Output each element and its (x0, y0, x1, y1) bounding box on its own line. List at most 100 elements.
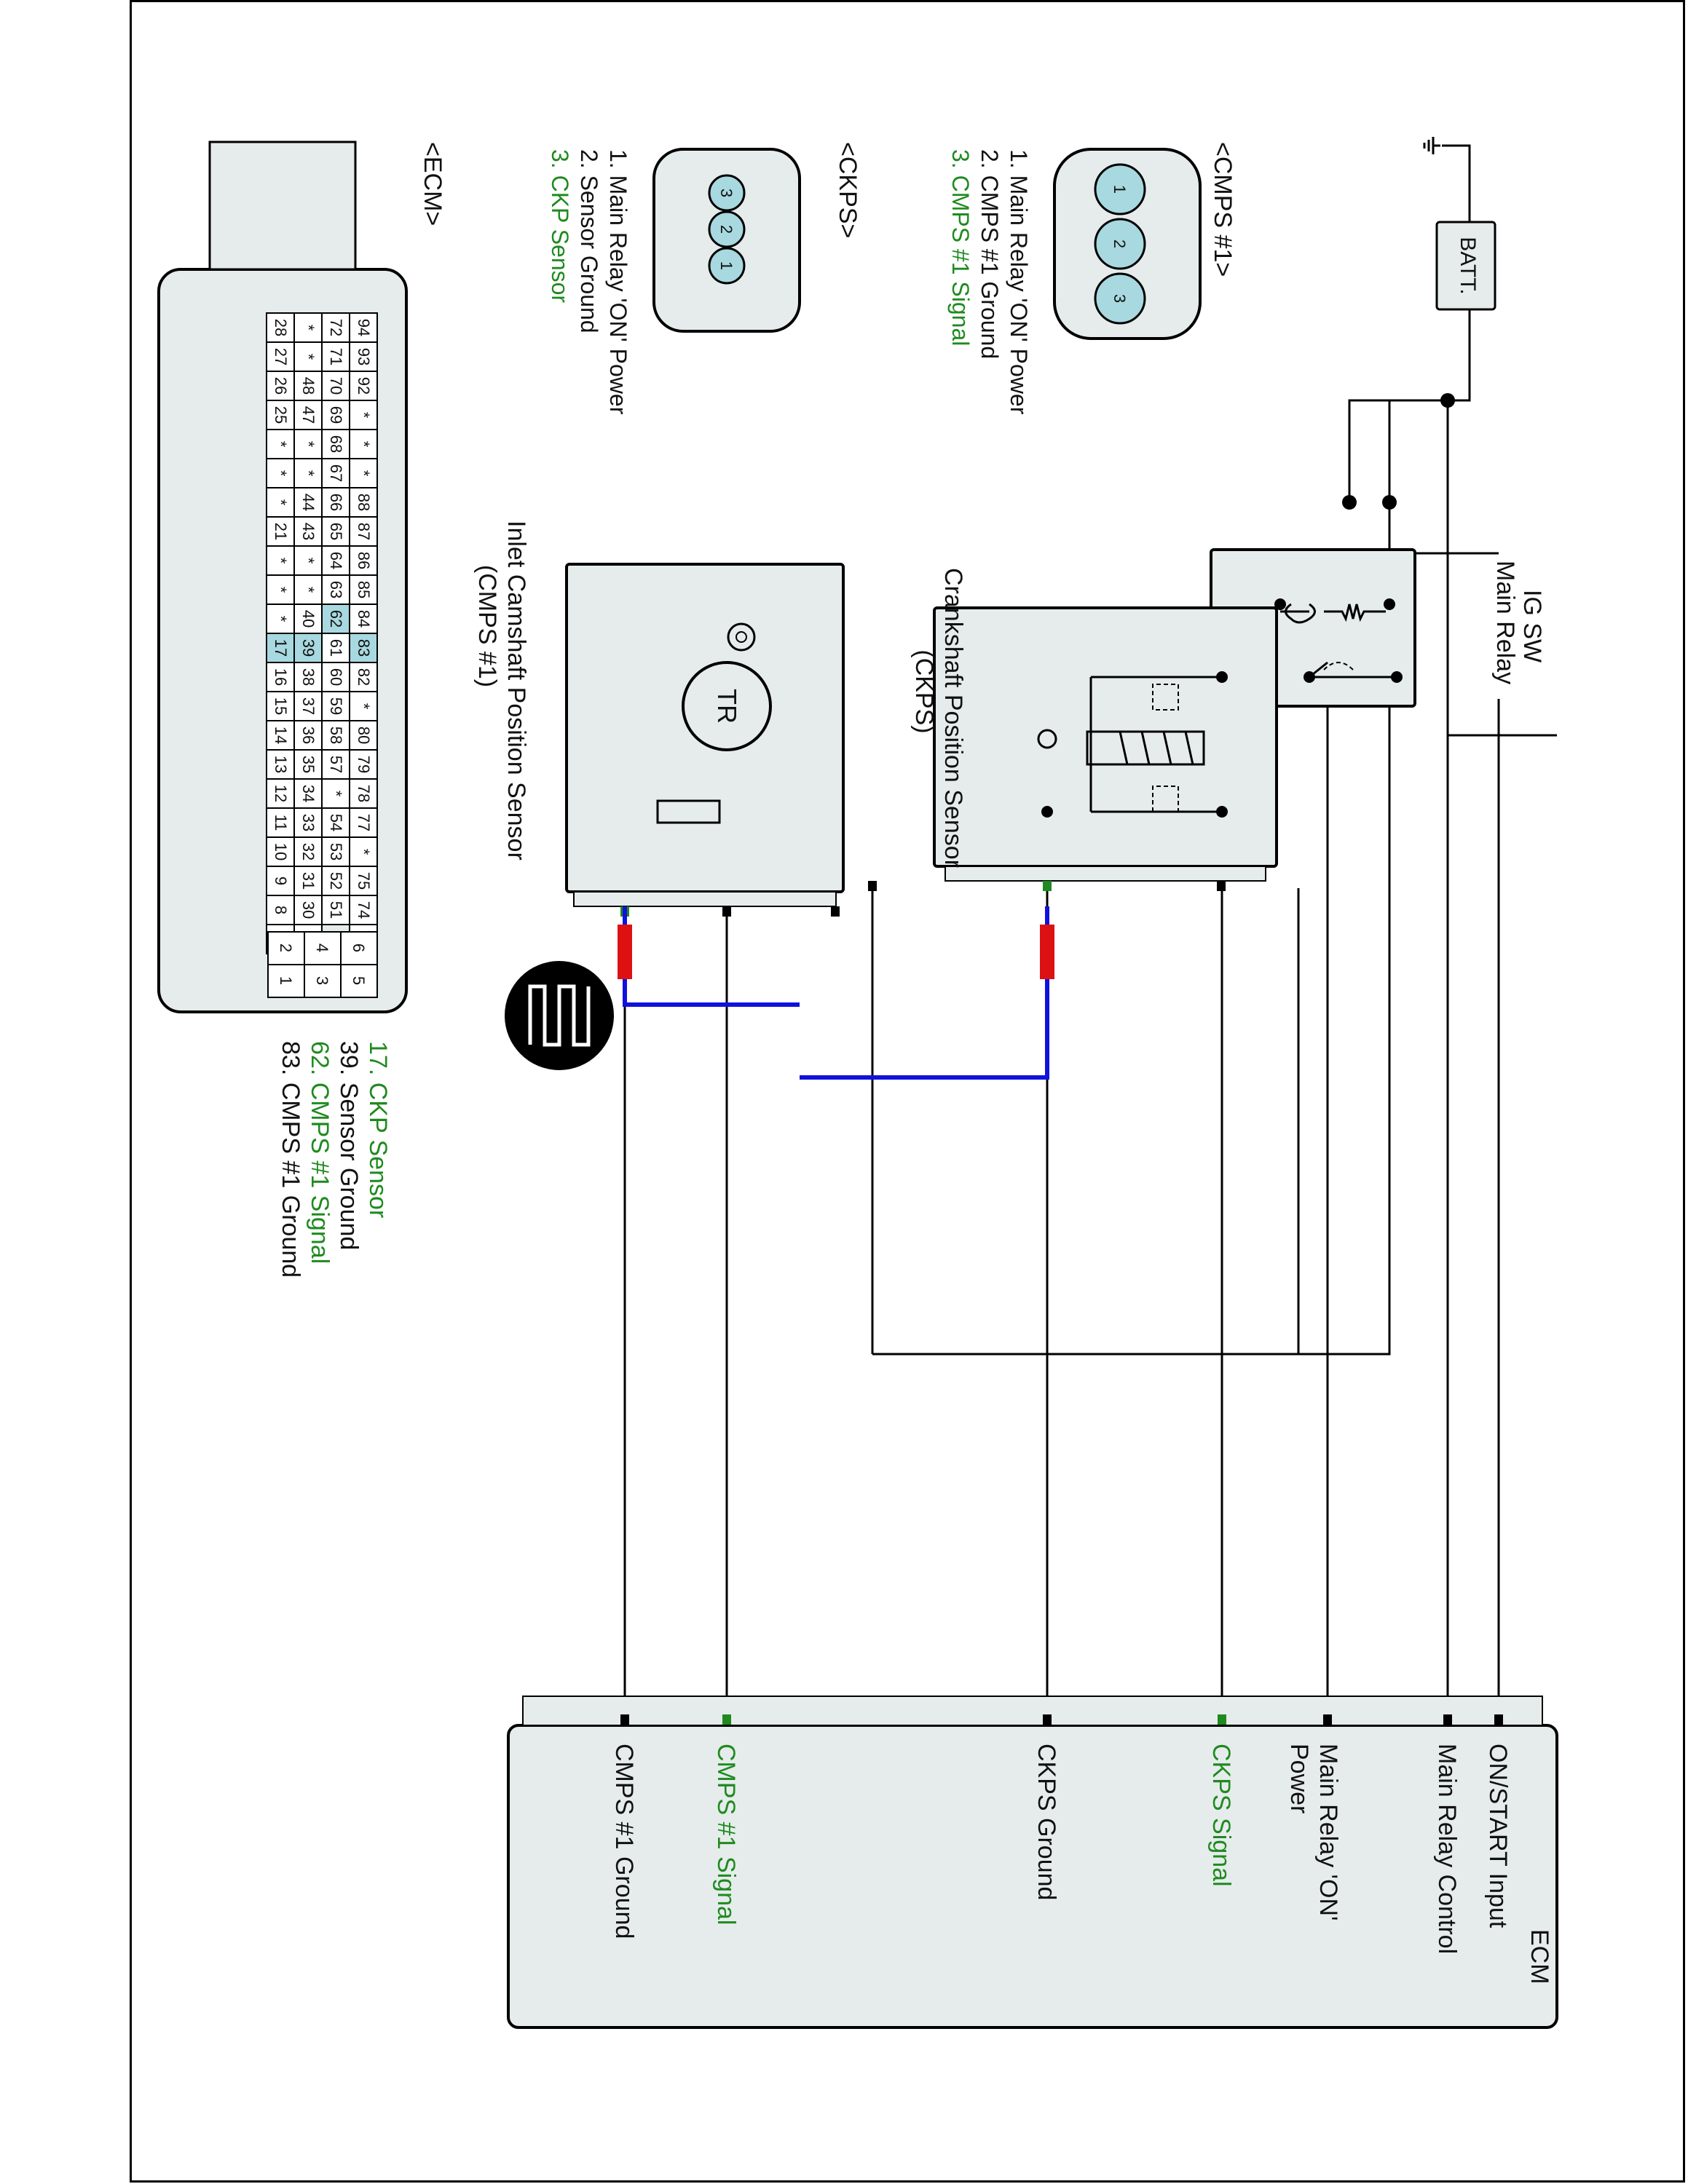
ecm-small-pin-label: 2 (277, 943, 295, 952)
ecm-pin-label: 32 (299, 843, 318, 860)
ecm-pin-label: 43 (299, 523, 318, 540)
junction-dots (1342, 393, 1455, 510)
cmps-name-line2: (CMPS #1) (473, 565, 501, 687)
cmps-connector-item-2: 2. CMPS #1 Ground (977, 149, 1003, 359)
ecm-pin-label: 44 (299, 494, 318, 511)
ecm-pin-label: 69 (327, 406, 345, 424)
ecm-pin-label: 25 (272, 406, 290, 424)
ecm-pin-label: 52 (327, 872, 345, 890)
ecm-terminal-ckps-signal: CKPS Signal (1207, 1744, 1235, 1887)
ecm-box: ECM (507, 1696, 1558, 2029)
cmps-sensor: TR Inlet Camshaft Position Sensor (CMPS … (473, 521, 845, 907)
cmps-connector-title: <CMPS #1> (1209, 142, 1237, 277)
ecm-pin-label: * (272, 587, 290, 593)
cmps-pin-3 (1094, 272, 1146, 325)
ecm-small-pin-label: 5 (350, 976, 368, 985)
battery: BATT. (1423, 137, 1496, 311)
svg-text:2: 2 (1111, 240, 1129, 248)
ecm-pin-label: 84 (355, 610, 373, 628)
ecm-pin-label: * (299, 558, 318, 564)
ecm-small-pin-cell (267, 964, 305, 998)
cmps-pin-2 (1094, 218, 1146, 270)
sensor-power-bus (872, 699, 1391, 1356)
ecm-pin-label: * (299, 325, 318, 331)
ecm-pin-label: 13 (272, 756, 290, 773)
ecm-pin-label: 58 (327, 727, 345, 744)
ecm-pin-label: 77 (355, 814, 373, 831)
ecm-pin-label: * (355, 412, 373, 419)
ecm-pin-label: 53 (327, 843, 345, 860)
ckps-pin-1 (708, 247, 746, 285)
ecm-connector: <ECM> 949392***88878685848382*80797877*7… (157, 141, 446, 1278)
ecm-pin-label: 9 (272, 877, 290, 885)
ecm-small-pin-label: 1 (277, 976, 295, 985)
ecm-pin-label: * (355, 703, 373, 710)
ecm-pin-label: 79 (355, 756, 373, 773)
ecm-terminal-main-relay-on-power: Main Relay 'ON' (1314, 1744, 1342, 1921)
ecm-pin-label: 27 (272, 348, 290, 365)
ecm-pin-label: 66 (327, 494, 345, 511)
ecm-pin-label: 38 (299, 668, 318, 686)
ecm-small-pin-label: 6 (350, 943, 368, 952)
ecm-pin-label: 59 (327, 697, 345, 715)
cmps-connector: <CMPS #1> 1 2 3 1. Main Relay 'ON' Power… (947, 142, 1237, 415)
ecm-pin-label: * (355, 470, 373, 477)
cmps-pin-1 (1094, 163, 1146, 215)
ecm-connector-item-17: 17. CKP Sensor (364, 1041, 392, 1218)
ecm-pin-label: 70 (327, 377, 345, 395)
ecm-pin-label: 62 (327, 610, 345, 628)
ecm-pin-label: 40 (299, 610, 318, 628)
ecm-pin-label: 30 (299, 901, 318, 919)
ckps-pin-3 (708, 174, 746, 212)
shield-wires (505, 906, 1054, 1080)
ecm-pin-label: 80 (355, 727, 373, 744)
ecm-pin-label: 51 (327, 901, 345, 919)
ecm-pin-label: 61 (327, 639, 345, 657)
ecm-pin-label: 71 (327, 348, 345, 365)
ecm-connector-title: <ECM> (419, 142, 446, 226)
ecm-pin-label: 34 (299, 785, 318, 802)
ecm-terminal-on-start: ON/START Input (1484, 1744, 1512, 1928)
ecm-pin-label: 75 (355, 872, 373, 890)
ig-sw-wire (1446, 400, 1477, 737)
ecm-pin-label: 64 (327, 552, 345, 569)
ecm-pin-label: 48 (299, 377, 318, 395)
ecm-pin-label: 26 (272, 377, 290, 395)
ecm-terminal-main-relay-control: Main Relay Control (1433, 1744, 1461, 1954)
svg-text:1: 1 (717, 261, 735, 270)
ecm-pin-label: 57 (327, 756, 345, 773)
ecm-pin-label: 86 (355, 552, 373, 569)
ecm-pin-label: 39 (299, 639, 318, 657)
ecm-pin-label: 65 (327, 523, 345, 540)
cmps-tr-label: TR (712, 689, 742, 724)
relay-supply-wire (1348, 399, 1448, 502)
svg-text:3: 3 (1111, 294, 1129, 303)
ecm-pin-label: 83 (355, 639, 373, 657)
ecm-pin-label: 12 (272, 785, 290, 802)
battery-label: BATT. (1456, 237, 1480, 294)
battery-positive-wire (1448, 309, 1471, 402)
ecm-pin-label: 63 (327, 581, 345, 598)
ecm-pin-label: 87 (355, 523, 373, 540)
ecm-pin-label: 93 (355, 348, 373, 365)
ecm-pin-label: * (299, 354, 318, 360)
ecm-pin-label: * (327, 791, 345, 797)
ecm-connector-item-62: 62. CMPS #1 Signal (306, 1041, 334, 1264)
ecm-pin-label: 28 (272, 319, 290, 336)
ecm-pin-label: 14 (272, 727, 290, 744)
ecm-pin-label: * (272, 499, 290, 506)
ecm-terminal-cmps-signal: CMPS #1 Signal (712, 1744, 740, 1925)
ecm-pin-label: 94 (355, 319, 373, 336)
ecm-pin-label: * (272, 558, 290, 564)
ecm-pin-label: 60 (327, 668, 345, 686)
ecm-connector-item-39: 39. Sensor Ground (335, 1041, 363, 1250)
ecm-pin-label: 82 (355, 668, 373, 686)
ecm-pin-label: * (299, 470, 318, 477)
ecm-terminal-main-relay-on-power-2: Power (1285, 1744, 1313, 1813)
ecm-pin-label: 15 (272, 697, 290, 715)
ecm-pin-label: 8 (272, 906, 290, 914)
ecm-terminal-labels: ON/START Input Main Relay Control Main R… (610, 1744, 1512, 1954)
ckps-connector-item-2: 2. Sensor Ground (576, 149, 602, 333)
ecm-pin-label: 33 (299, 814, 318, 831)
